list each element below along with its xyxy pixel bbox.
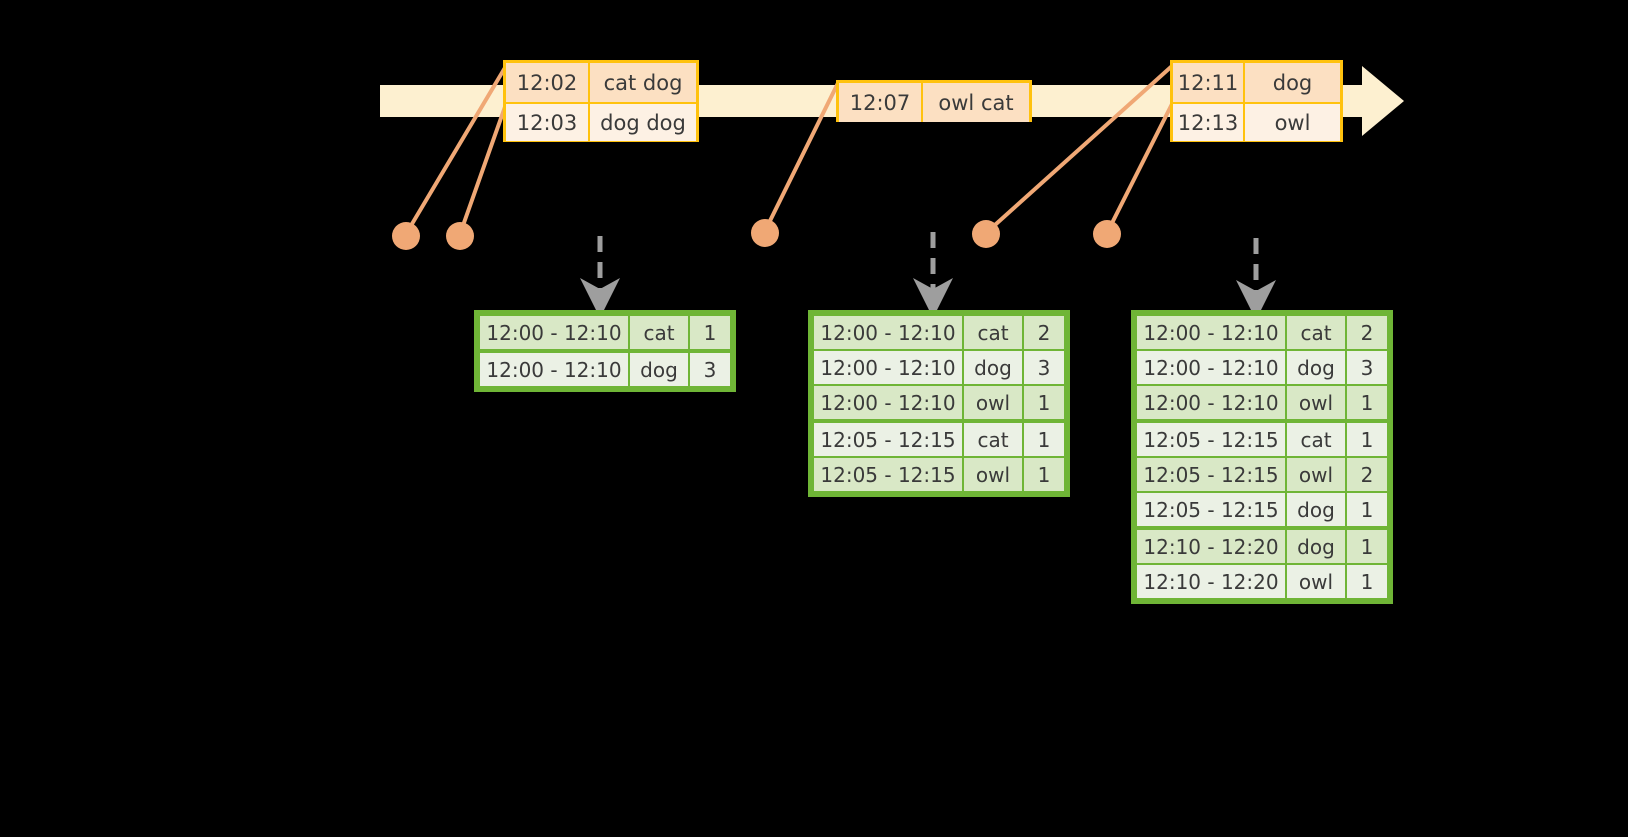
connector-1202	[404, 64, 508, 236]
cell-word: dog	[630, 353, 688, 386]
cell-word: dog	[1287, 351, 1345, 384]
cell-window: 12:00 - 12:10	[1137, 386, 1285, 419]
cell-window: 12:00 - 12:10	[814, 351, 962, 384]
table-row[interactable]: 12:10 - 12:20 owl 1	[1137, 565, 1387, 598]
event-words: cat dog	[590, 63, 696, 102]
cell-window: 12:00 - 12:10	[1137, 316, 1285, 349]
event-dots	[392, 219, 1121, 250]
cell-word: owl	[964, 458, 1022, 491]
event-group-1[interactable]: 12:02 cat dog 12:03 dog dog	[503, 60, 699, 142]
event-dot-5	[1093, 220, 1121, 248]
event-dot-3	[751, 219, 779, 247]
event-dot-1	[392, 222, 420, 250]
table-row[interactable]: 12:00 - 12:10 dog 3	[480, 353, 730, 386]
cell-window: 12:10 - 12:20	[1137, 565, 1285, 598]
result-table-3[interactable]: 12:00 - 12:10 cat 2 12:00 - 12:10 dog 3 …	[1131, 310, 1393, 604]
cell-word: dog	[1287, 530, 1345, 563]
table-row[interactable]: 12:00 - 12:10 owl 1	[814, 386, 1064, 419]
cell-word: dog	[1287, 493, 1345, 526]
cell-window: 12:00 - 12:10	[480, 353, 628, 386]
event-dot-4	[972, 220, 1000, 248]
cell-word: cat	[964, 423, 1022, 456]
cell-word: dog	[964, 351, 1022, 384]
table-row[interactable]: 12:00 - 12:10 dog 3	[814, 351, 1064, 384]
event-group-3[interactable]: 12:11 dog 12:13 owl	[1170, 60, 1343, 142]
connector-1203	[458, 102, 508, 236]
event-words: owl	[1245, 104, 1340, 141]
table-row[interactable]: 12:00 - 12:10 cat 2	[814, 316, 1064, 349]
cell-window: 12:05 - 12:15	[1137, 423, 1285, 456]
cell-word: owl	[964, 386, 1022, 419]
table-row[interactable]: 12:05 - 12:15 cat 1	[814, 423, 1064, 456]
event-time: 12:03	[506, 104, 590, 141]
cell-count: 1	[1347, 386, 1387, 419]
table-row[interactable]: 12:00 - 12:10 dog 3	[1137, 351, 1387, 384]
event-words: owl cat	[923, 83, 1029, 122]
cell-count: 2	[1024, 316, 1064, 349]
cell-window: 12:05 - 12:15	[814, 458, 962, 491]
table-row[interactable]: 12:05 - 12:15 dog 1	[1137, 493, 1387, 526]
cell-word: owl	[1287, 386, 1345, 419]
cell-window: 12:05 - 12:15	[814, 423, 962, 456]
cell-word: cat	[1287, 316, 1345, 349]
cell-word: cat	[1287, 423, 1345, 456]
event-time: 12:13	[1173, 104, 1245, 141]
event-time: 12:07	[839, 83, 923, 122]
event-row[interactable]: 12:13 owl	[1173, 102, 1340, 141]
cell-count: 1	[1347, 493, 1387, 526]
event-row[interactable]: 12:07 owl cat	[839, 83, 1029, 122]
event-row[interactable]: 12:11 dog	[1173, 63, 1340, 102]
cell-count: 1	[1024, 423, 1064, 456]
event-time: 12:11	[1173, 63, 1245, 102]
event-row[interactable]: 12:02 cat dog	[506, 63, 696, 102]
connector-1207	[763, 81, 840, 233]
table-row[interactable]: 12:05 - 12:15 owl 2	[1137, 458, 1387, 491]
event-words: dog	[1245, 63, 1340, 102]
cell-window: 12:05 - 12:15	[1137, 458, 1285, 491]
cell-word: owl	[1287, 565, 1345, 598]
cell-count: 3	[1347, 351, 1387, 384]
result-table-1[interactable]: 12:00 - 12:10 cat 1 12:00 - 12:10 dog 3	[474, 310, 736, 392]
table-row[interactable]: 12:05 - 12:15 cat 1	[1137, 423, 1387, 456]
cell-window: 12:10 - 12:20	[1137, 530, 1285, 563]
cell-count: 3	[690, 353, 730, 386]
cell-word: cat	[964, 316, 1022, 349]
cell-count: 1	[1347, 530, 1387, 563]
result-table-2[interactable]: 12:00 - 12:10 cat 2 12:00 - 12:10 dog 3 …	[808, 310, 1070, 497]
table-row[interactable]: 12:00 - 12:10 cat 1	[480, 316, 730, 349]
cell-count: 1	[1024, 458, 1064, 491]
event-dot-2	[446, 222, 474, 250]
cell-word: cat	[630, 316, 688, 349]
trigger-arrows	[580, 232, 1276, 320]
cell-count: 1	[1024, 386, 1064, 419]
table-row[interactable]: 12:10 - 12:20 dog 1	[1137, 530, 1387, 563]
table-row[interactable]: 12:00 - 12:10 owl 1	[1137, 386, 1387, 419]
event-words: dog dog	[590, 104, 696, 141]
cell-count: 2	[1347, 316, 1387, 349]
cell-count: 1	[690, 316, 730, 349]
cell-count: 1	[1347, 423, 1387, 456]
event-time: 12:02	[506, 63, 590, 102]
event-group-2[interactable]: 12:07 owl cat	[836, 80, 1032, 122]
table-row[interactable]: 12:00 - 12:10 cat 2	[1137, 316, 1387, 349]
cell-count: 3	[1024, 351, 1064, 384]
cell-count: 1	[1347, 565, 1387, 598]
cell-window: 12:00 - 12:10	[1137, 351, 1285, 384]
cell-window: 12:00 - 12:10	[480, 316, 628, 349]
cell-window: 12:00 - 12:10	[814, 316, 962, 349]
cell-window: 12:05 - 12:15	[1137, 493, 1285, 526]
cell-window: 12:00 - 12:10	[814, 386, 962, 419]
event-row[interactable]: 12:03 dog dog	[506, 102, 696, 141]
cell-word: owl	[1287, 458, 1345, 491]
connector-1213	[1105, 102, 1174, 235]
table-row[interactable]: 12:05 - 12:15 owl 1	[814, 458, 1064, 491]
cell-count: 2	[1347, 458, 1387, 491]
